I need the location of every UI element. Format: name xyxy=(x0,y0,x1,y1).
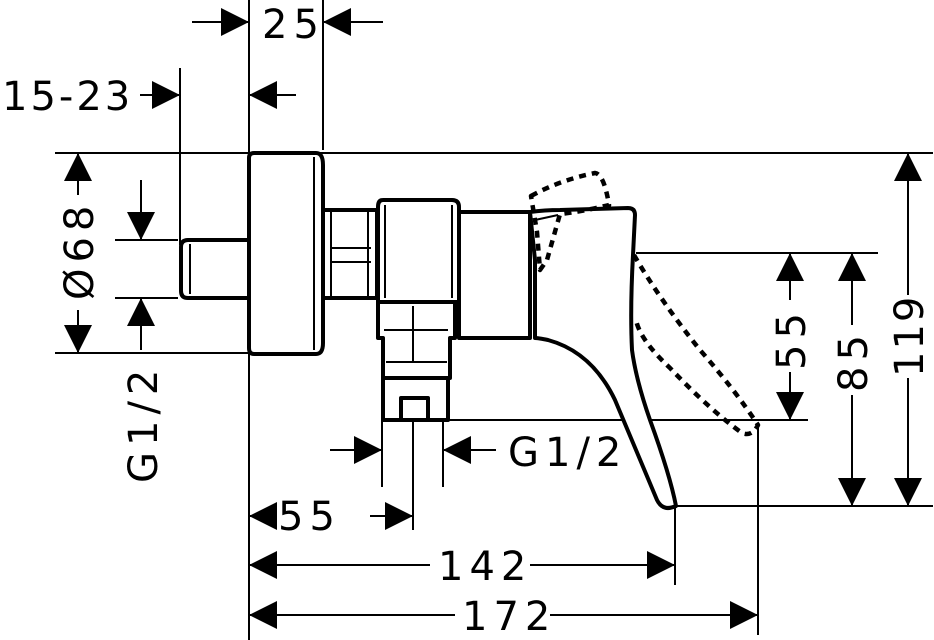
dim-outlet-thread-label: G1/2 xyxy=(508,430,627,476)
dim-outlet-distance-label: 55 xyxy=(278,494,341,540)
dim-rosette-diameter-label: Ø68 xyxy=(57,200,103,300)
lever-alt-position xyxy=(528,170,761,437)
lever xyxy=(528,206,678,510)
outlet-housing xyxy=(376,300,457,380)
dim-lever-height-label: 85 xyxy=(831,329,877,392)
eccentric-connector xyxy=(179,238,251,300)
dim-inlet-thread-label: G1/2 xyxy=(121,364,167,483)
dimension-arrows xyxy=(64,8,922,629)
cartridge-housing xyxy=(457,210,532,340)
dim-wall-offset-label: 25 xyxy=(262,2,325,48)
dim-eccentric-range-label: 15-23 xyxy=(2,74,133,120)
dim-total-height-label: 119 xyxy=(887,295,933,377)
mixer-body xyxy=(179,151,678,510)
dim-outlet-height-label: 55 xyxy=(769,307,815,370)
wall-rosette xyxy=(247,151,325,356)
valve-body xyxy=(376,198,461,304)
dim-body-depth-label: 142 xyxy=(438,544,532,590)
dim-total-depth-label: 172 xyxy=(462,594,556,640)
